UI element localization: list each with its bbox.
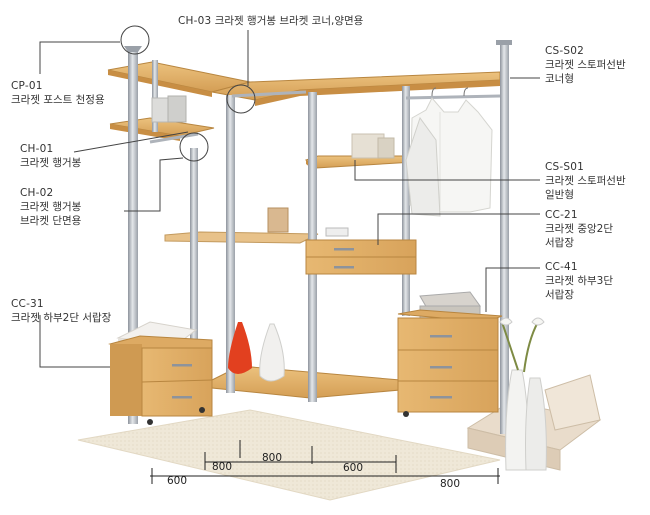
label-css02: CS-S02 크라젯 스토퍼선반 코너형 <box>545 44 626 86</box>
label-cp01-code: CP-01 <box>11 80 43 92</box>
label-css01: CS-S01 크라젯 스토퍼선반 일반형 <box>545 160 626 202</box>
label-ch01: CH-01 크라젯 행거봉 <box>20 142 81 170</box>
label-cp01: CP-01 크라젯 포스트 천정용 <box>11 79 105 107</box>
vases <box>228 317 547 471</box>
label-ch02-code: CH-02 <box>20 187 54 199</box>
label-css01-name2: 일반형 <box>545 189 574 201</box>
label-ch02-name1: 크라젯 행거봉 <box>20 201 82 213</box>
label-cc41-name1: 크라젯 하부3단 <box>545 275 613 287</box>
label-css02-code: CS-S02 <box>545 45 585 57</box>
label-cc31-name: 크라젯 하부2단 서랍장 <box>11 312 112 324</box>
label-ch02-name2: 브라켓 단면용 <box>20 215 82 227</box>
dimension-line <box>150 440 500 484</box>
drawer-cc41 <box>397 309 503 417</box>
desk-shelf <box>164 231 319 244</box>
label-cc41-name2: 서랍장 <box>545 289 574 301</box>
dimension-600-right: 600 <box>343 462 364 474</box>
label-ch01-name: 크라젯 행거봉 <box>20 157 82 169</box>
label-cc31: CC-31 크라젯 하부2단 서랍장 <box>11 297 111 325</box>
label-ch02: CH-02 크라젯 행거봉 브라켓 단면용 <box>20 186 81 228</box>
callout-circles <box>120 25 256 162</box>
hanger-rods <box>149 90 501 144</box>
dimension-800-a: 800 <box>212 461 233 473</box>
label-cc41: CC-41 크라젯 하부3단 서랍장 <box>545 260 613 302</box>
dimension-800-b: 800 <box>262 452 283 464</box>
label-css02-name2: 코너형 <box>545 73 574 85</box>
label-ch01-code: CH-01 <box>20 143 54 155</box>
label-cc21-code: CC-21 <box>545 209 578 221</box>
leader-lines <box>39 30 540 368</box>
label-cc21: CC-21 크라젯 중앙2단 서랍장 <box>545 208 613 250</box>
label-css01-code: CS-S01 <box>545 161 585 173</box>
label-cc21-name2: 서랍장 <box>545 237 574 249</box>
label-ch03-name: 크라젯 행거봉 브라켓 코너,양면용 <box>214 15 364 27</box>
shelf-items <box>151 95 395 237</box>
label-cc41-code: CC-41 <box>545 261 578 273</box>
label-ch03: CH-03 크라젯 행거봉 브라켓 코너,양면용 <box>178 14 363 28</box>
label-ch03-code: CH-03 <box>178 15 212 27</box>
dimension-800-c: 800 <box>440 478 461 490</box>
label-css01-name1: 크라젯 스토퍼선반 <box>545 175 626 187</box>
label-css02-name1: 크라젯 스토퍼선반 <box>545 59 626 71</box>
hanging-clothes <box>405 87 493 217</box>
label-cp01-name: 크라젯 포스트 천정용 <box>11 94 105 106</box>
drawer-cc31 <box>108 335 213 425</box>
dimension-600-left: 600 <box>167 475 188 487</box>
label-cc31-code: CC-31 <box>11 298 44 310</box>
rug <box>77 409 501 501</box>
drawer-cc21 <box>305 239 417 275</box>
label-cc21-name1: 크라젯 중앙2단 <box>545 223 613 235</box>
